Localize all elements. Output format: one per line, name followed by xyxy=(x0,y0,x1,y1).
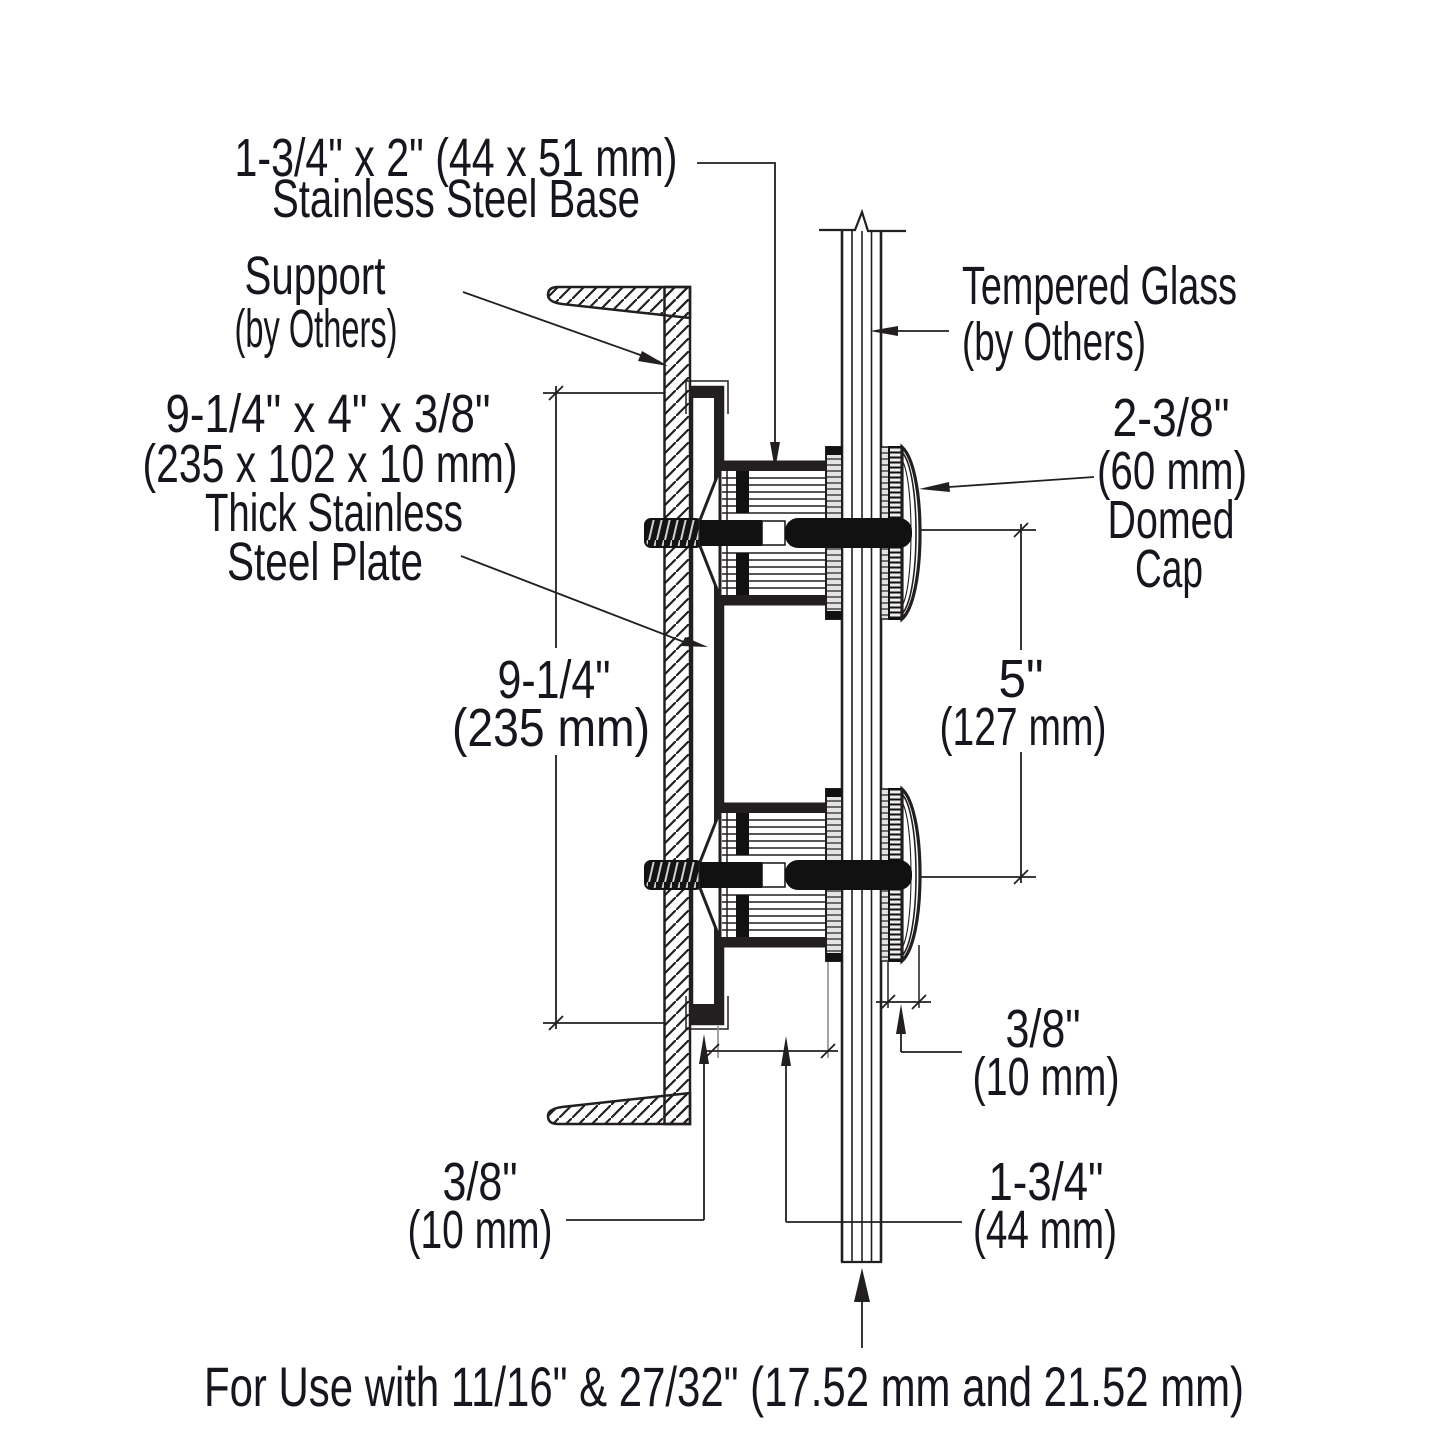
steel-plate xyxy=(685,380,729,1030)
dome-callout-line1: 2-3/8" xyxy=(1113,388,1230,448)
dimension-plate-height xyxy=(543,385,664,1031)
base-callout-line1: 1-3/4" x 2" (44 x 51 mm) xyxy=(235,128,678,188)
plate-callout-line1: 9-1/4" x 4" x 3/8" xyxy=(166,384,491,444)
dimension-text-standoff-length: 1-3/4" (44 mm) xyxy=(973,1152,1117,1260)
dome-callout-line3: Domed xyxy=(1108,490,1235,550)
plate-callout-line2: (235 x 102 x 10 mm) xyxy=(143,434,518,494)
plate-callout-line4: Steel Plate xyxy=(227,532,423,592)
plate-callout-line3: Thick Stainless xyxy=(205,483,463,543)
support-callout-line1: Support xyxy=(245,246,386,306)
set-pin-lower xyxy=(736,553,749,595)
glass-direction-arrow xyxy=(854,1268,870,1348)
bolt-shaft xyxy=(700,520,762,546)
plate-height-metric: (235 mm) xyxy=(452,698,650,758)
cap-projection-metric: (10 mm) xyxy=(973,1047,1120,1107)
plate-height-imperial: 9-1/4" xyxy=(498,650,611,710)
plate-thickness-imperial: 3/8" xyxy=(443,1152,518,1212)
base-callout-line2: Stainless Steel Base xyxy=(272,169,640,229)
dome-callout-line4: Cap xyxy=(1135,539,1203,599)
callout-base: 1-3/4" x 2" (44 x 51 mm) Stainless Steel… xyxy=(235,128,678,229)
glass-panel xyxy=(819,208,906,1264)
cap-projection-imperial: 3/8" xyxy=(1006,999,1081,1059)
spacing-metric: (127 mm) xyxy=(940,697,1107,757)
dimension-bottom-group xyxy=(566,962,962,1223)
dimension-text-plate-thickness: 3/8" (10 mm) xyxy=(408,1152,553,1260)
leader-plate-callout xyxy=(460,555,708,647)
support-bracket xyxy=(546,285,692,1126)
dimension-text-cap-projection: 3/8" (10 mm) xyxy=(973,999,1120,1107)
dimension-text-standoff-spacing: 5" (127 mm) xyxy=(940,649,1107,757)
plate-front-face xyxy=(714,395,723,1007)
leader-base-callout xyxy=(697,162,780,470)
set-pin-upper xyxy=(736,471,749,513)
bolt-barrel xyxy=(785,518,912,548)
glass-break-symbol xyxy=(819,208,906,233)
callout-support: Support (by Others) xyxy=(235,246,398,359)
plate-thickness-metric: (10 mm) xyxy=(408,1200,553,1260)
dimension-standoff-spacing xyxy=(920,522,1036,885)
spacing-imperial: 5" xyxy=(999,649,1044,709)
standoff-length-metric: (44 mm) xyxy=(973,1200,1117,1260)
callout-plate: 9-1/4" x 4" x 3/8" (235 x 102 x 10 mm) T… xyxy=(143,384,518,592)
support-callout-line2: (by Others) xyxy=(235,299,398,359)
dimension-cap-projection xyxy=(876,945,962,1053)
standoff-length-arrow xyxy=(781,1036,791,1066)
footer-compatibility-note: For Use with 11/16" & 27/32" (17.52 mm a… xyxy=(204,1355,1244,1418)
plate-thickness-arrow xyxy=(699,1034,709,1064)
glass-callout-line1: Tempered Glass xyxy=(962,256,1237,316)
standoff-fitting-upper xyxy=(644,443,922,623)
leader-glass-callout xyxy=(870,326,949,336)
dimension-text-plate-height: 9-1/4" (235 mm) xyxy=(452,650,650,758)
support-top-flange xyxy=(546,285,692,320)
standoff-length-imperial: 1-3/4" xyxy=(989,1152,1104,1212)
callout-glass: Tempered Glass (by Others) xyxy=(962,256,1237,372)
leader-support-callout xyxy=(462,291,668,366)
leader-domed-cap-callout xyxy=(919,476,1095,492)
threaded-stud xyxy=(644,518,703,548)
glass-callout-line2: (by Others) xyxy=(962,312,1146,372)
callout-domed-cap: 2-3/8" (60 mm) Domed Cap xyxy=(1097,388,1247,599)
dome-callout-line2: (60 mm) xyxy=(1097,441,1247,501)
support-bottom-flange xyxy=(546,1091,692,1126)
